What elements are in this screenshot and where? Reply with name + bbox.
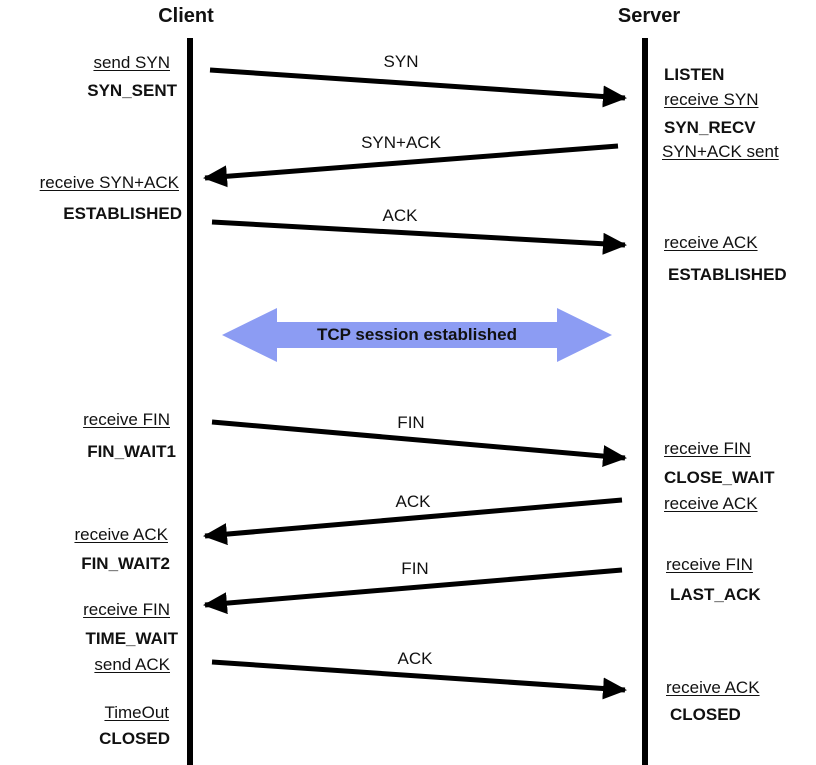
server-event-receive-ack: receive ACK — [664, 233, 758, 252]
server-event-receive-fin: receive FIN — [664, 439, 751, 458]
message-label-fin-2: FIN — [401, 559, 429, 578]
server-state-closed: CLOSED — [670, 705, 741, 724]
client-event-timeout: TimeOut — [104, 703, 169, 722]
message-arrow-ack-2 — [203, 497, 623, 546]
client-event-receive-ack: receive ACK — [74, 525, 168, 544]
client-event-send-syn: send SYN — [93, 53, 170, 72]
message-arrow-ack — [211, 219, 627, 255]
message-arrow-ack-3 — [211, 659, 627, 700]
message-arrow-fin-2 — [203, 567, 623, 615]
client-event-receive-fin-2: receive FIN — [83, 600, 170, 619]
message-arrow-syn — [209, 67, 627, 108]
server-state-last-ack: LAST_ACK — [670, 585, 761, 604]
server-event-receive-ack-3: receive ACK — [666, 678, 760, 697]
message-label-ack-3: ACK — [397, 649, 433, 668]
client-event-receive-fin: receive FIN — [83, 410, 170, 429]
client-state-fin-wait2: FIN_WAIT2 — [81, 554, 170, 573]
client-state-time-wait: TIME_WAIT — [85, 629, 178, 648]
message-label-syn: SYN — [383, 52, 419, 71]
server-event-syn-ack-sent: SYN+ACK sent — [662, 142, 779, 161]
client-state-closed: CLOSED — [99, 729, 170, 748]
server-state-syn-recv: SYN_RECV — [664, 118, 756, 137]
client-event-send-ack: send ACK — [94, 655, 170, 674]
server-header: Server — [617, 5, 681, 27]
tcp-session-double-arrow — [222, 308, 612, 362]
message-label-fin: FIN — [397, 413, 425, 432]
server-event-receive-fin-2: receive FIN — [666, 555, 753, 574]
tcp-session-label: TCP session established — [317, 325, 517, 344]
server-state-established: ESTABLISHED — [668, 265, 787, 284]
server-state-listen: LISTEN — [664, 65, 725, 84]
message-arrow-syn-ack — [203, 143, 619, 188]
client-state-syn-sent: SYN_SENT — [87, 81, 177, 100]
server-event-receive-syn: receive SYN — [664, 90, 759, 109]
client-event-receive-syn-ack: receive SYN+ACK — [39, 173, 179, 192]
message-label-syn-ack: SYN+ACK — [361, 133, 441, 152]
server-event-receive-ack-2: receive ACK — [664, 494, 758, 513]
message-label-ack: ACK — [382, 206, 418, 225]
client-state-fin-wait1: FIN_WAIT1 — [87, 442, 176, 461]
server-state-close-wait: CLOSE_WAIT — [664, 468, 775, 487]
client-header: Client — [158, 5, 214, 27]
message-arrow-fin — [211, 419, 627, 468]
client-state-established: ESTABLISHED — [63, 204, 182, 223]
message-label-ack-2: ACK — [395, 492, 431, 511]
